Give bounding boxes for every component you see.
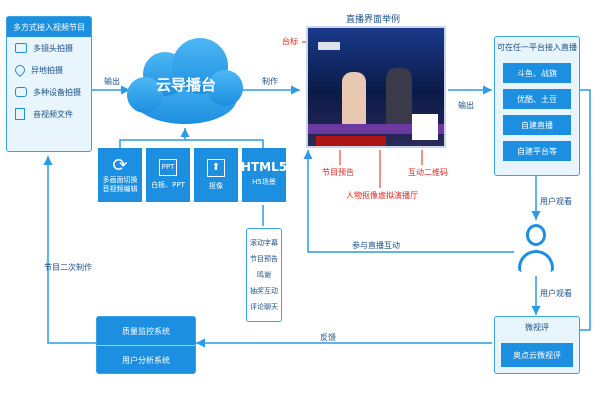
list-item: 评论聊天	[250, 303, 278, 311]
platforms-title: 可在任一平台接入直播	[497, 42, 577, 52]
user-icon	[516, 222, 556, 274]
cutout-icon: ⬆	[207, 158, 225, 177]
anchor-figure-left	[342, 72, 366, 132]
program-preview-label: 节目预告	[322, 168, 354, 177]
interactive-qr-label: 互动二维码	[408, 168, 448, 177]
evaluation-panel: 微视评 奥点云微视评	[494, 316, 580, 374]
program-preview-bar	[316, 136, 386, 146]
monitor-item: 用户分析系统	[122, 355, 170, 365]
secondary-production-label: 节目二次制作	[44, 263, 92, 272]
input-sources-panel: 多方式接入视频节目 多镜头拍摄 异地拍摄 多种设备拍摄 音视频文件	[6, 16, 92, 152]
list-item: 抽奖互动	[250, 287, 278, 295]
list-item: 音视频文件	[7, 103, 91, 125]
live-screen-example	[306, 26, 446, 148]
refresh-icon: ⟳	[112, 155, 128, 176]
input-sources-list: 多镜头拍摄 异地拍摄 多种设备拍摄 音视频文件	[7, 37, 91, 125]
list-item: 鸣谢	[257, 271, 271, 279]
cloud-shape	[127, 38, 243, 124]
html5-icon: HTML5	[240, 160, 288, 174]
list-item-label: 异地拍摄	[31, 65, 63, 75]
list-item: 滚动字幕	[250, 239, 278, 247]
tool-switching: ⟳ 多画面切换 音视频编辑	[98, 148, 142, 202]
monitor-item: 质量监控系统	[97, 317, 195, 346]
tool-h5: HTML5 H5场景	[240, 148, 288, 202]
h5-features-box: 滚动字幕 节目预告 鸣谢 抽奖互动 评论聊天	[246, 228, 282, 322]
cloud-title: 云导播台	[155, 76, 216, 94]
platform-item: 斗鱼、战旗	[503, 63, 571, 83]
list-item-label: 多种设备拍摄	[33, 87, 81, 97]
make-label: 制作	[262, 77, 278, 86]
location-icon	[12, 62, 28, 78]
tool-ppt: PPT 白板、PPT	[146, 148, 190, 202]
tool-label: H5场景	[252, 178, 276, 186]
platform-item: 自建平台等	[503, 141, 571, 161]
device-camera-icon	[15, 87, 27, 97]
output-right-label: 输出	[458, 101, 474, 110]
station-logo-label: 台标	[282, 37, 298, 46]
ppt-icon: PPT	[158, 159, 178, 176]
evaluation-title: 微视评	[525, 322, 549, 332]
virtual-studio-label: 人物抠像虚拟演播厅	[346, 191, 418, 200]
platform-item: 优酷、土豆	[503, 89, 571, 109]
list-item-label: 多镜头拍摄	[33, 43, 73, 53]
arrow-monitor-to-input	[43, 156, 96, 344]
join-interaction-label: 参与直播互动	[352, 241, 400, 250]
list-item: 节目预告	[250, 255, 278, 263]
tool-label: 抠像	[209, 181, 223, 190]
camera-icon	[15, 43, 27, 53]
arrow-user-to-screen	[303, 150, 514, 253]
video-file-icon	[15, 108, 25, 120]
anchor-figure-right	[386, 68, 412, 132]
platform-item: 自建直播	[503, 115, 571, 135]
tool-label: 白板、PPT	[151, 181, 185, 189]
qr-code	[412, 114, 438, 140]
output-left-label: 输出	[104, 77, 120, 86]
evaluation-subtitle: 奥点云微视评	[501, 343, 573, 367]
showcase-title: 直播界面举例	[346, 15, 401, 25]
list-item: 多镜头拍摄	[7, 37, 91, 59]
monitoring-panel: 质量监控系统 用户分析系统	[96, 316, 196, 374]
station-logo	[318, 42, 340, 50]
list-item-label: 音视频文件	[33, 109, 73, 119]
tools-bracket	[119, 139, 264, 148]
tool-label: 多画面切换 音视频编辑	[102, 176, 138, 193]
platforms-panel: 可在任一平台接入直播 斗鱼、战旗 优酷、土豆 自建直播 自建平台等	[494, 36, 580, 176]
user-watch-label-1: 用户观看	[540, 197, 572, 206]
input-sources-title: 多方式接入视频节目	[7, 17, 91, 37]
list-item: 多种设备拍摄	[7, 81, 91, 103]
list-item: 异地拍摄	[7, 59, 91, 81]
feedback-label: 反馈	[320, 333, 336, 342]
user-watch-label-2: 用户观看	[540, 289, 572, 298]
tool-cutout: ⬆ 抠像	[194, 148, 238, 202]
right-outer-line	[580, 89, 591, 331]
news-ticker	[308, 124, 444, 134]
